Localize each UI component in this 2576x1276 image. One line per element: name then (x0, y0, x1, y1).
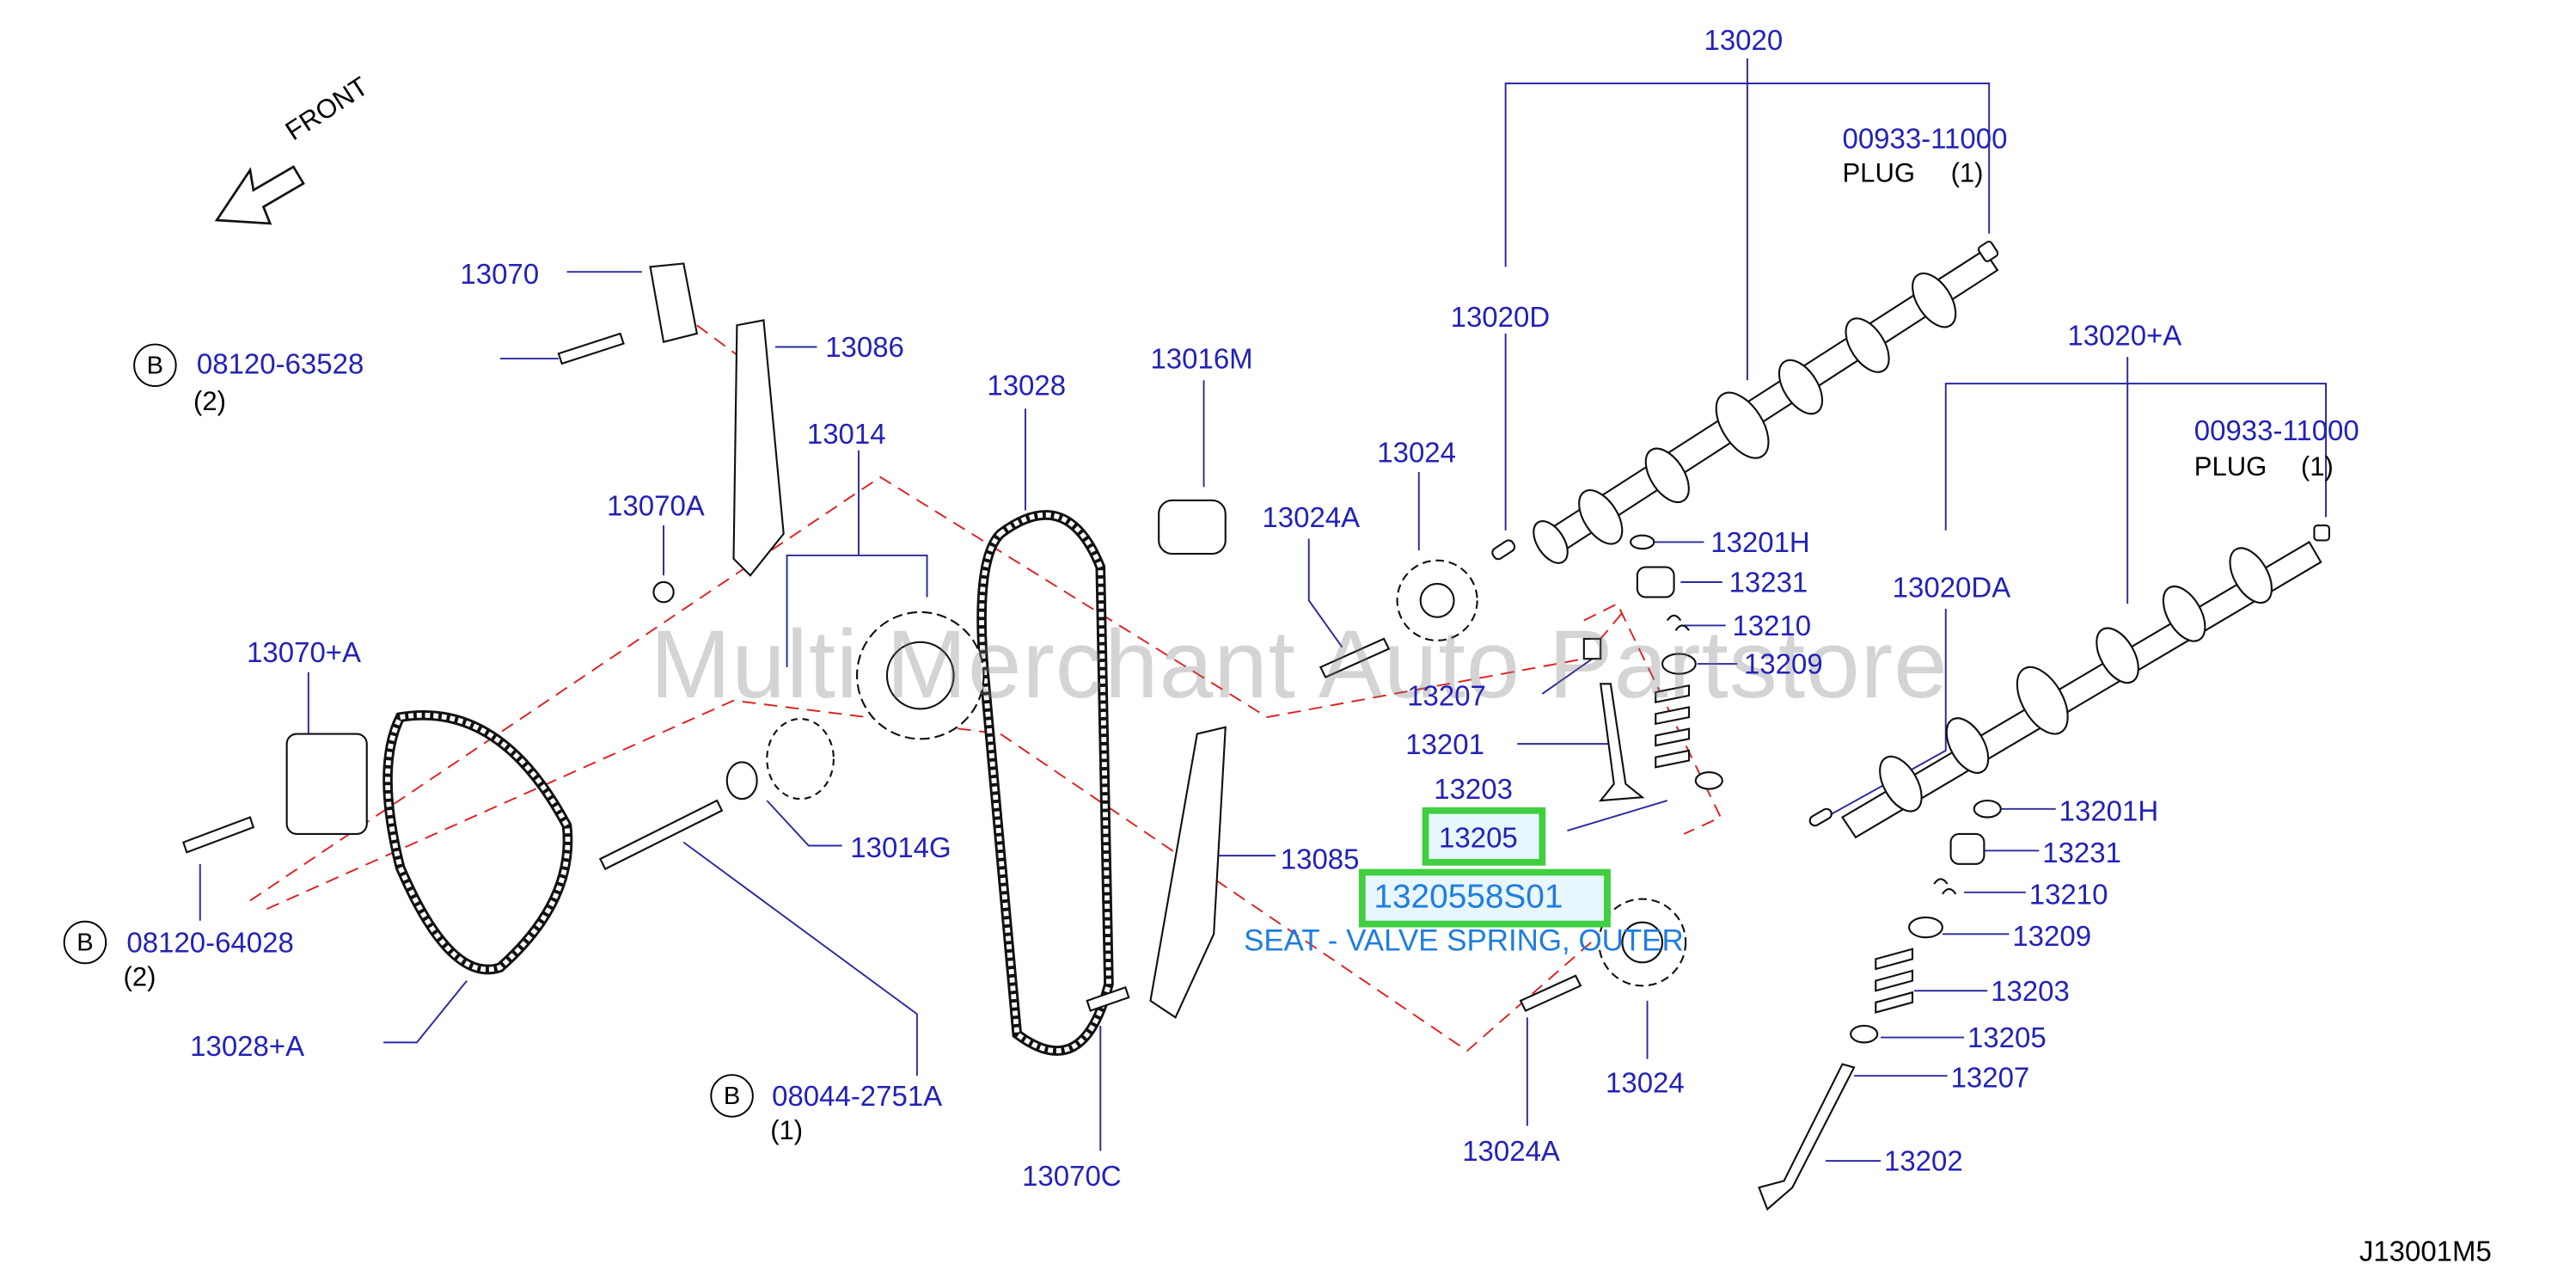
b-circle-3: B (710, 1074, 754, 1118)
part-13085[interactable]: 13085 (1280, 844, 1360, 876)
qty-08120-64028: (2) (123, 964, 156, 993)
camshaft-lower (1808, 524, 2330, 839)
part-13201H-a[interactable]: 13201H (1710, 526, 1810, 559)
highlight-1320558S01 (1358, 868, 1611, 928)
part-13210-a[interactable]: 13210 (1732, 610, 1812, 642)
part-13231-b[interactable]: 13231 (2042, 837, 2121, 869)
sprockets (725, 559, 1687, 987)
part-13202[interactable]: 13202 (1883, 1145, 1963, 1178)
part-13086[interactable]: 13086 (825, 332, 904, 364)
part-13024-top[interactable]: 13024 (1377, 437, 1456, 469)
part-13070C[interactable]: 13070C (1022, 1161, 1122, 1193)
guides-tensioners (285, 262, 1227, 1019)
watermark: Multi Merchant Auto Partstore (650, 610, 1949, 720)
plug-qty-a: (1) (1950, 160, 1984, 189)
part-13203-a[interactable]: 13203 (1434, 774, 1513, 806)
camshaft-upper (1491, 240, 1999, 564)
valve-train-upper (1582, 534, 1723, 802)
bolts (182, 332, 1582, 1012)
part-1320558S01[interactable]: 1320558S01 (1374, 879, 1563, 916)
plug-label-b: PLUG (2194, 453, 2267, 482)
part-13201H-b[interactable]: 13201H (2059, 795, 2159, 828)
part-13024A-bottom[interactable]: 13024A (1462, 1136, 1560, 1168)
part-13209-b[interactable]: 13209 (2012, 920, 2092, 953)
part-13028[interactable]: 13028 (987, 370, 1067, 402)
part-13201[interactable]: 13201 (1405, 728, 1484, 761)
part-13209-a[interactable]: 13209 (1744, 648, 1823, 681)
qty-08044-2751A: (1) (770, 1117, 804, 1146)
part-13070A[interactable]: 13070A (607, 490, 705, 523)
part-00933-11000-a[interactable]: 00933-11000 (1842, 123, 2008, 156)
part-13024A-top[interactable]: 13024A (1262, 501, 1361, 534)
part-13014G[interactable]: 13014G (850, 831, 951, 864)
part-13016M[interactable]: 13016M (1150, 343, 1253, 376)
part-13020DA[interactable]: 13020DA (1892, 572, 2011, 604)
part-13028-plus-a[interactable]: 13028+A (190, 1030, 305, 1063)
part-13020D[interactable]: 13020D (1450, 302, 1551, 334)
part-13210-b[interactable]: 13210 (2028, 879, 2108, 911)
part-08044-2751A[interactable]: 08044-2751A (772, 1080, 943, 1113)
part-13205-highlighted[interactable]: 13205 (1439, 822, 1518, 855)
part-13070-plus-a[interactable]: 13070+A (247, 637, 362, 669)
part-13203-b[interactable]: 13203 (1991, 975, 2070, 1008)
part-13020-plus-a[interactable]: 13020+A (2067, 320, 2182, 353)
part-13205-b[interactable]: 13205 (1967, 1022, 2047, 1054)
plug-qty-b: (1) (2300, 453, 2334, 482)
part-00933-11000-b[interactable]: 00933-11000 (2194, 415, 2359, 447)
part-13020[interactable]: 13020 (1704, 25, 1784, 57)
part-description: SEAT - VALVE SPRING, OUTER (1244, 923, 1684, 958)
leader-lines (199, 58, 2327, 1163)
part-13024-bottom[interactable]: 13024 (1606, 1067, 1685, 1100)
b-circle-2: B (63, 920, 107, 965)
diagram-code: J13001M5 (2359, 1236, 2492, 1268)
highlight-13205 (1422, 807, 1546, 866)
part-08120-63528[interactable]: 08120-63528 (196, 348, 364, 381)
timing-chains (382, 510, 1114, 1056)
b-circle-1: B (133, 343, 177, 388)
qty-08120-63528: (2) (193, 388, 226, 417)
plug-label-a: PLUG (1842, 160, 1916, 189)
front-arrow-icon (214, 165, 305, 225)
part-13014[interactable]: 13014 (806, 418, 886, 451)
valve-train-lower (1758, 800, 2002, 1212)
part-08120-64028[interactable]: 08120-64028 (126, 927, 294, 960)
part-13207-b[interactable]: 13207 (1950, 1062, 2030, 1095)
part-13070[interactable]: 13070 (460, 258, 540, 291)
part-13207-a[interactable]: 13207 (1407, 680, 1486, 713)
part-13231-a[interactable]: 13231 (1729, 567, 1808, 599)
